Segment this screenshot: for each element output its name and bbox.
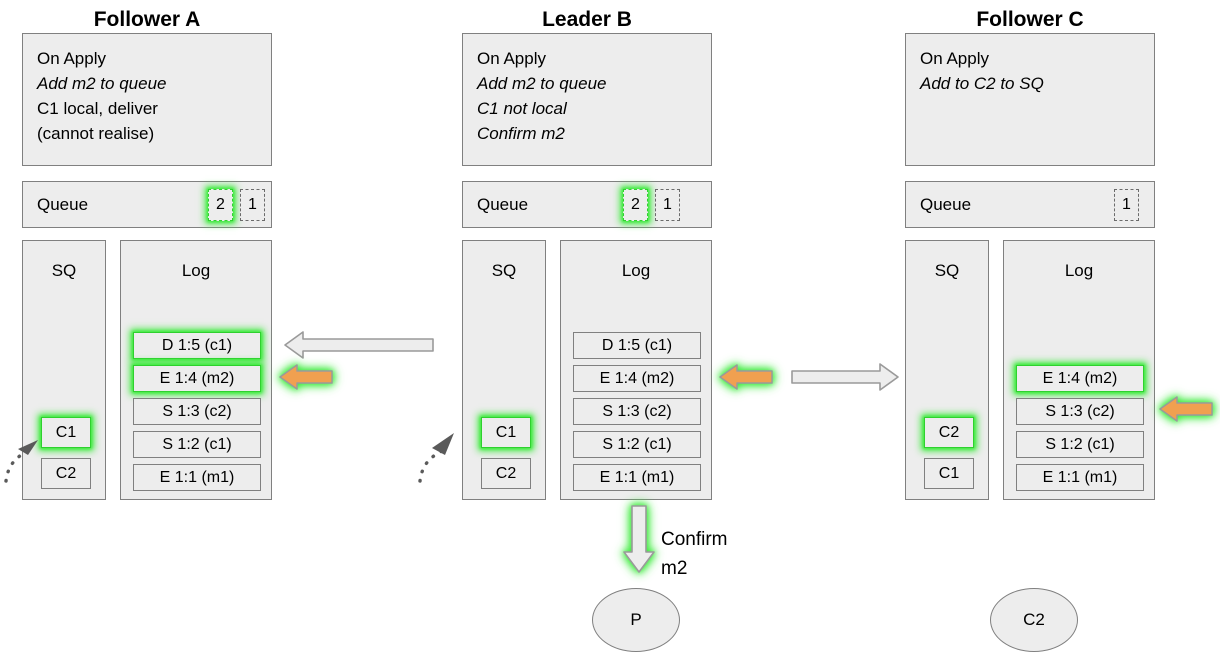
queue-label: Queue — [920, 194, 972, 214]
log-entry: S 1:3 (c2) — [1016, 398, 1144, 425]
column-title-follower-c: Follower C — [976, 8, 1084, 31]
log-entry: E 1:1 (m1) — [573, 464, 701, 491]
commit-index-arrow-leader-b — [719, 364, 773, 390]
sq-entry: C1 — [481, 417, 531, 448]
confirm-label-line2: m2 — [661, 558, 688, 579]
log-panel-follower-a: Log D 1:5 (c1) E 1:4 (m2) S 1:3 (c2) S 1… — [120, 240, 272, 500]
on-apply-line: (cannot realise) — [37, 124, 155, 143]
sq-entry: C2 — [41, 458, 91, 489]
log-entry: S 1:3 (c2) — [573, 398, 701, 425]
log-entry: S 1:2 (c1) — [573, 431, 701, 458]
on-apply-line: On Apply — [477, 49, 546, 68]
queue-panel-follower-c: Queue 1 — [905, 181, 1155, 228]
log-panel-follower-c: Log E 1:4 (m2) S 1:3 (c2) S 1:2 (c1) E 1… — [1003, 240, 1155, 500]
queue-slot: 1 — [240, 188, 265, 221]
on-apply-line: Add to C2 to SQ — [920, 74, 1044, 93]
replication-arrow-b-to-c — [791, 363, 899, 391]
queue-label: Queue — [477, 194, 529, 214]
on-apply-line: Add m2 to queue — [477, 74, 607, 93]
on-apply-line: C1 local, deliver — [37, 99, 158, 118]
commit-index-arrow-follower-c — [1159, 396, 1213, 422]
sq-entry: C2 — [924, 417, 974, 448]
on-apply-line: Confirm m2 — [477, 124, 565, 143]
on-apply-line: C1 not local — [477, 99, 567, 118]
on-apply-panel-leader-b: On Apply Add m2 to queue C1 not local Co… — [462, 33, 712, 166]
log-entry: D 1:5 (c1) — [573, 332, 701, 359]
log-title: Log — [1064, 261, 1094, 280]
log-entry: D 1:5 (c1) — [133, 332, 261, 359]
log-title: Log — [181, 261, 211, 280]
on-apply-panel-follower-a: On Apply Add m2 to queue C1 local, deliv… — [22, 33, 272, 166]
dotted-pointer-leader-b — [418, 433, 454, 483]
sq-panel-leader-b: SQ C1 C2 — [462, 240, 546, 500]
queue-slot: 1 — [1114, 188, 1139, 221]
sq-title: SQ — [934, 261, 960, 280]
sq-title: SQ — [51, 261, 77, 280]
sq-title: SQ — [491, 261, 517, 280]
log-entry: E 1:4 (m2) — [1016, 365, 1144, 392]
sq-panel-follower-c: SQ C2 C1 — [905, 240, 989, 500]
log-entry: E 1:1 (m1) — [1016, 464, 1144, 491]
log-title: Log — [621, 261, 651, 280]
dotted-pointer-follower-a — [4, 440, 38, 483]
column-title-follower-a: Follower A — [93, 8, 201, 31]
column-title-leader-b: Leader B — [542, 8, 632, 31]
queue-slot: 2 — [208, 188, 233, 221]
sq-entry: C2 — [481, 458, 531, 489]
log-entry: E 1:4 (m2) — [573, 365, 701, 392]
on-apply-line: On Apply — [37, 49, 106, 68]
queue-panel-leader-b: Queue 2 1 — [462, 181, 712, 228]
node-c2: C2 — [990, 588, 1078, 652]
log-panel-leader-b: Log D 1:5 (c1) E 1:4 (m2) S 1:3 (c2) S 1… — [560, 240, 712, 500]
on-apply-line: On Apply — [920, 49, 989, 68]
confirm-down-arrow — [623, 505, 655, 573]
log-entry: E 1:1 (m1) — [133, 464, 261, 491]
log-entry: S 1:3 (c2) — [133, 398, 261, 425]
log-entry: E 1:4 (m2) — [133, 365, 261, 392]
node-p: P — [592, 588, 680, 652]
log-entry: S 1:2 (c1) — [133, 431, 261, 458]
queue-slot: 1 — [655, 188, 680, 221]
commit-index-arrow-follower-a — [279, 364, 333, 390]
log-entry: S 1:2 (c1) — [1016, 431, 1144, 458]
sq-panel-follower-a: SQ C1 C2 — [22, 240, 106, 500]
replication-arrow-b-to-a — [284, 331, 434, 359]
queue-slot: 2 — [623, 188, 648, 221]
on-apply-line: Add m2 to queue — [37, 74, 167, 93]
confirm-label-line1: Confirm — [661, 529, 728, 550]
sq-entry: C1 — [41, 417, 91, 448]
queue-label: Queue — [37, 194, 89, 214]
sq-entry: C1 — [924, 458, 974, 489]
on-apply-panel-follower-c: On Apply Add to C2 to SQ — [905, 33, 1155, 166]
queue-panel-follower-a: Queue 2 1 — [22, 181, 272, 228]
